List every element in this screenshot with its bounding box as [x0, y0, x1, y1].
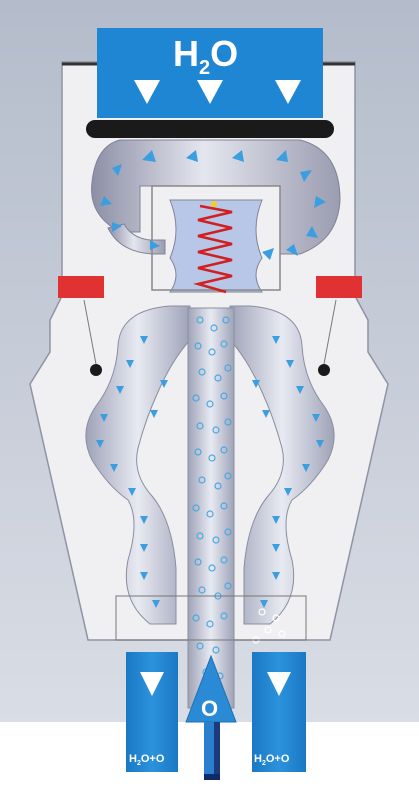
seal-dot-right — [318, 364, 330, 376]
spring-top-indicator — [211, 201, 217, 207]
seal-ring — [86, 120, 334, 138]
oxygen-tube — [188, 308, 234, 708]
oxygen-supply-pipe-shadow — [214, 722, 220, 774]
outlet-right-label: H2O+O — [254, 753, 290, 767]
venturi-throat — [170, 200, 262, 292]
red-tab-left — [58, 276, 104, 298]
oxygen-supply-base — [204, 774, 220, 780]
outlet-left-label: H2O+O — [129, 753, 165, 767]
seal-dot-left — [90, 364, 102, 376]
red-tab-right — [316, 276, 362, 298]
oxygen-inlet-label: O — [201, 696, 218, 721]
